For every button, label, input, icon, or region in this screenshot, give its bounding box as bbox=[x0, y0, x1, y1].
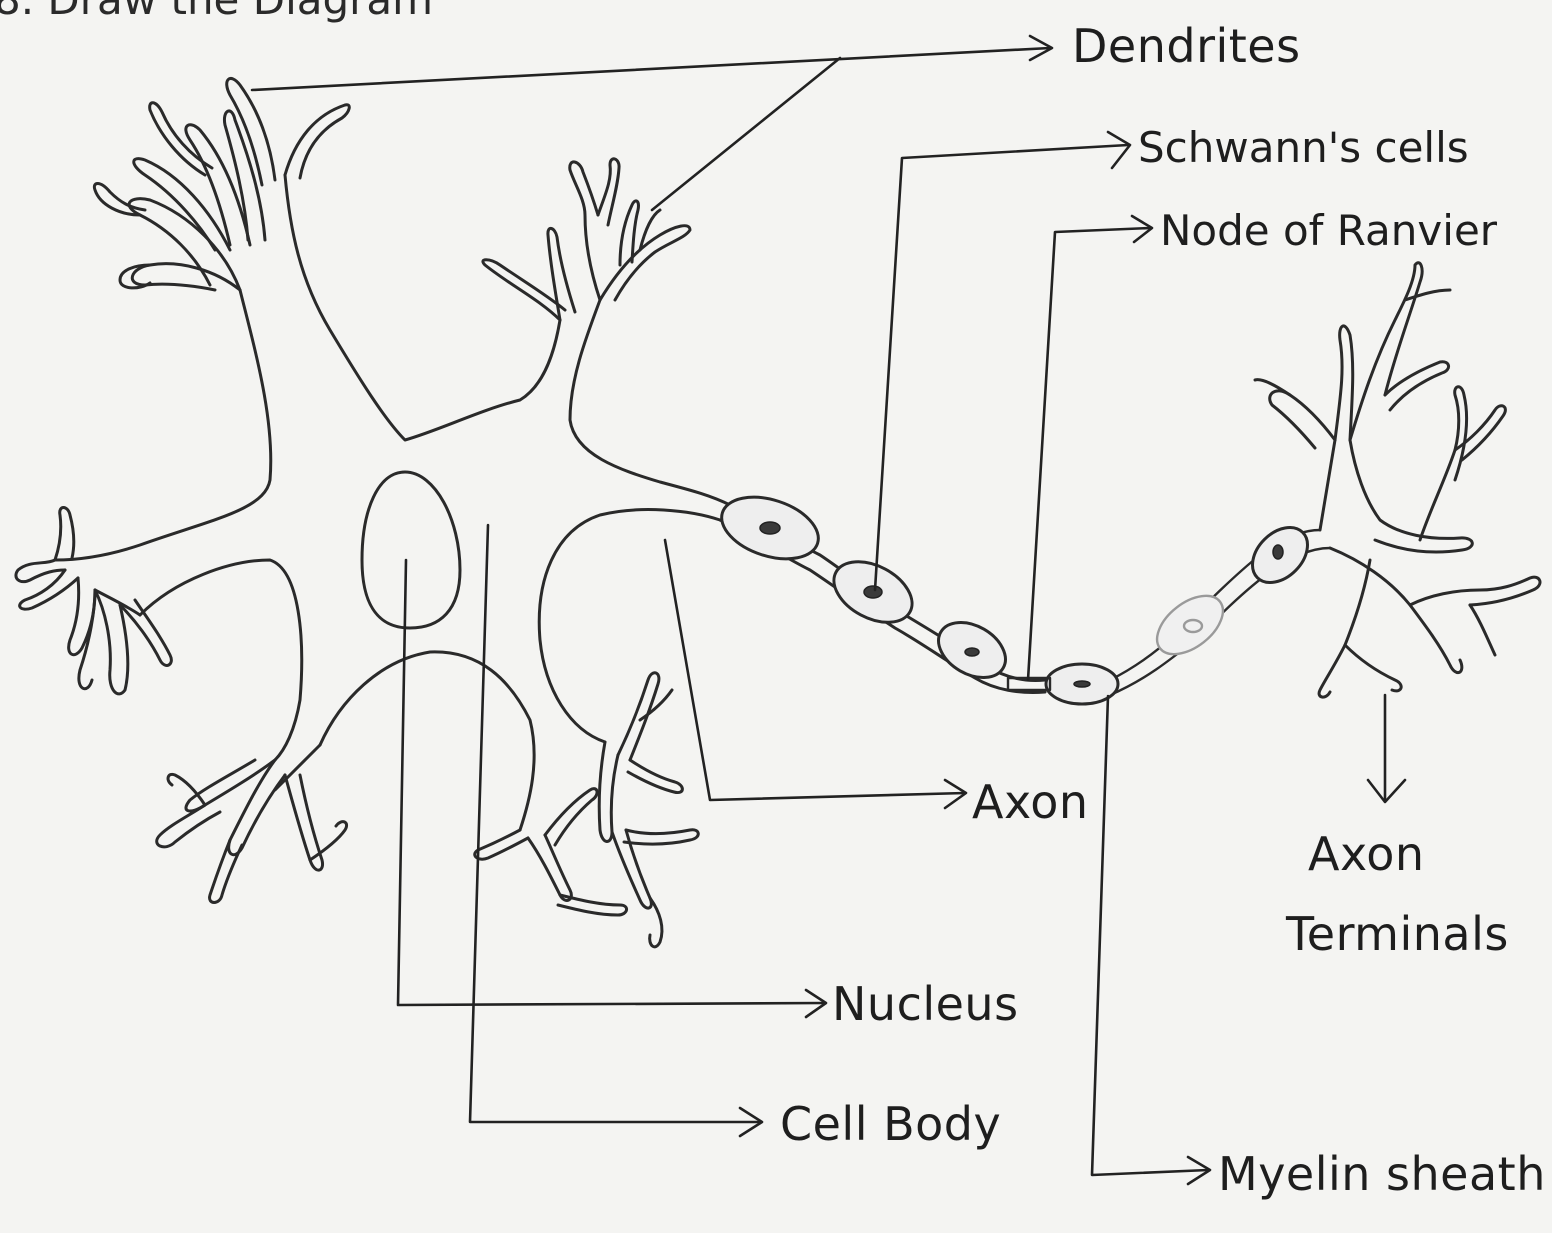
dendrites-bottom-left bbox=[157, 745, 347, 903]
label-schwann-cells: Schwann's cells bbox=[1138, 123, 1469, 172]
axon-terminals bbox=[1255, 263, 1540, 697]
header-fragment: 8. Draw the Diagram bbox=[0, 0, 433, 24]
dendrites-top-right bbox=[483, 159, 690, 320]
label-axon-terminals-line2: Terminals bbox=[1285, 907, 1509, 961]
dendrites-left bbox=[16, 508, 171, 694]
dendrites-bottom-middle bbox=[475, 673, 699, 947]
label-cell-body: Cell Body bbox=[780, 1097, 1001, 1151]
label-node-of-ranvier: Node of Ranvier bbox=[1160, 206, 1498, 255]
label-axon: Axon bbox=[972, 775, 1089, 829]
label-axon-terminals-line1: Axon bbox=[1308, 827, 1425, 881]
label-dendrites: Dendrites bbox=[1072, 19, 1301, 73]
dendrites-top-left bbox=[94, 78, 349, 290]
label-nucleus: Nucleus bbox=[832, 977, 1019, 1031]
myelin-sheath-cells bbox=[714, 486, 1318, 704]
nucleus-shape bbox=[362, 472, 460, 628]
label-myelin-sheath: Myelin sheath bbox=[1218, 1147, 1546, 1201]
